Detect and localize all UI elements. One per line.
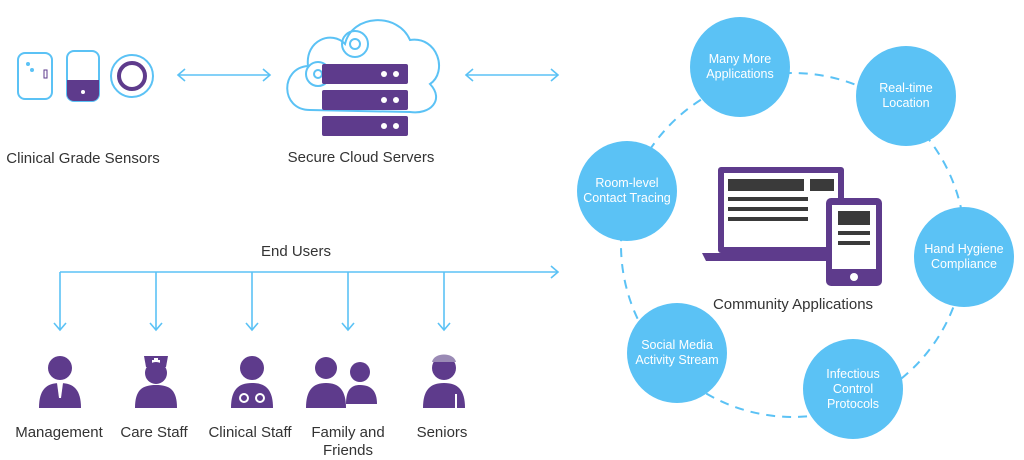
cloud-label: Secure Cloud Servers (287, 149, 435, 166)
cloud-server-icon (286, 19, 440, 136)
app-node-many-more: Many More Applications (690, 17, 790, 117)
app-node-label: Real-time Location (879, 81, 933, 110)
user-label-management: Management (15, 424, 103, 441)
sensor-device-1-icon (17, 52, 53, 100)
app-node-real-time-location: Real-time Location (856, 46, 956, 146)
user-label-care-staff: Care Staff (120, 424, 188, 441)
doctor-icon (231, 356, 273, 408)
sensor-device-3-icon (110, 54, 154, 98)
app-node-contact-tracing: Room-level Contact Tracing (577, 141, 677, 241)
app-node-hand-hygiene: Hand Hygiene Compliance (914, 207, 1014, 307)
sensors-label: Clinical Grade Sensors (6, 150, 160, 167)
community-label: Community Applications (712, 296, 874, 313)
end-users-label: End Users (260, 243, 332, 260)
user-label-family: Family and Friends (311, 424, 385, 459)
sensors-cloud-arrow (176, 68, 272, 82)
manager-icon (39, 356, 81, 408)
senior-icon (423, 354, 465, 408)
app-node-label: Hand Hygiene Compliance (924, 242, 1004, 271)
end-users-connector (53, 265, 560, 332)
user-label-clinical-staff: Clinical Staff (208, 424, 292, 441)
cloud-community-arrow (464, 68, 560, 82)
nurse-icon (135, 356, 177, 408)
app-node-label: Social Media Activity Stream (635, 338, 719, 367)
sensor-device-2-icon (66, 50, 100, 102)
app-node-label: Room-level Contact Tracing (583, 176, 671, 205)
app-node-social-media: Social Media Activity Stream (627, 303, 727, 403)
app-node-label: Infectious Control Protocols (826, 366, 880, 411)
app-node-label: Many More Applications (706, 52, 774, 81)
app-node-infectious-control: Infectious Control Protocols (803, 339, 903, 439)
family-icon (306, 357, 377, 408)
laptop-tablet-icon (702, 167, 882, 286)
user-label-seniors: Seniors (416, 424, 468, 441)
